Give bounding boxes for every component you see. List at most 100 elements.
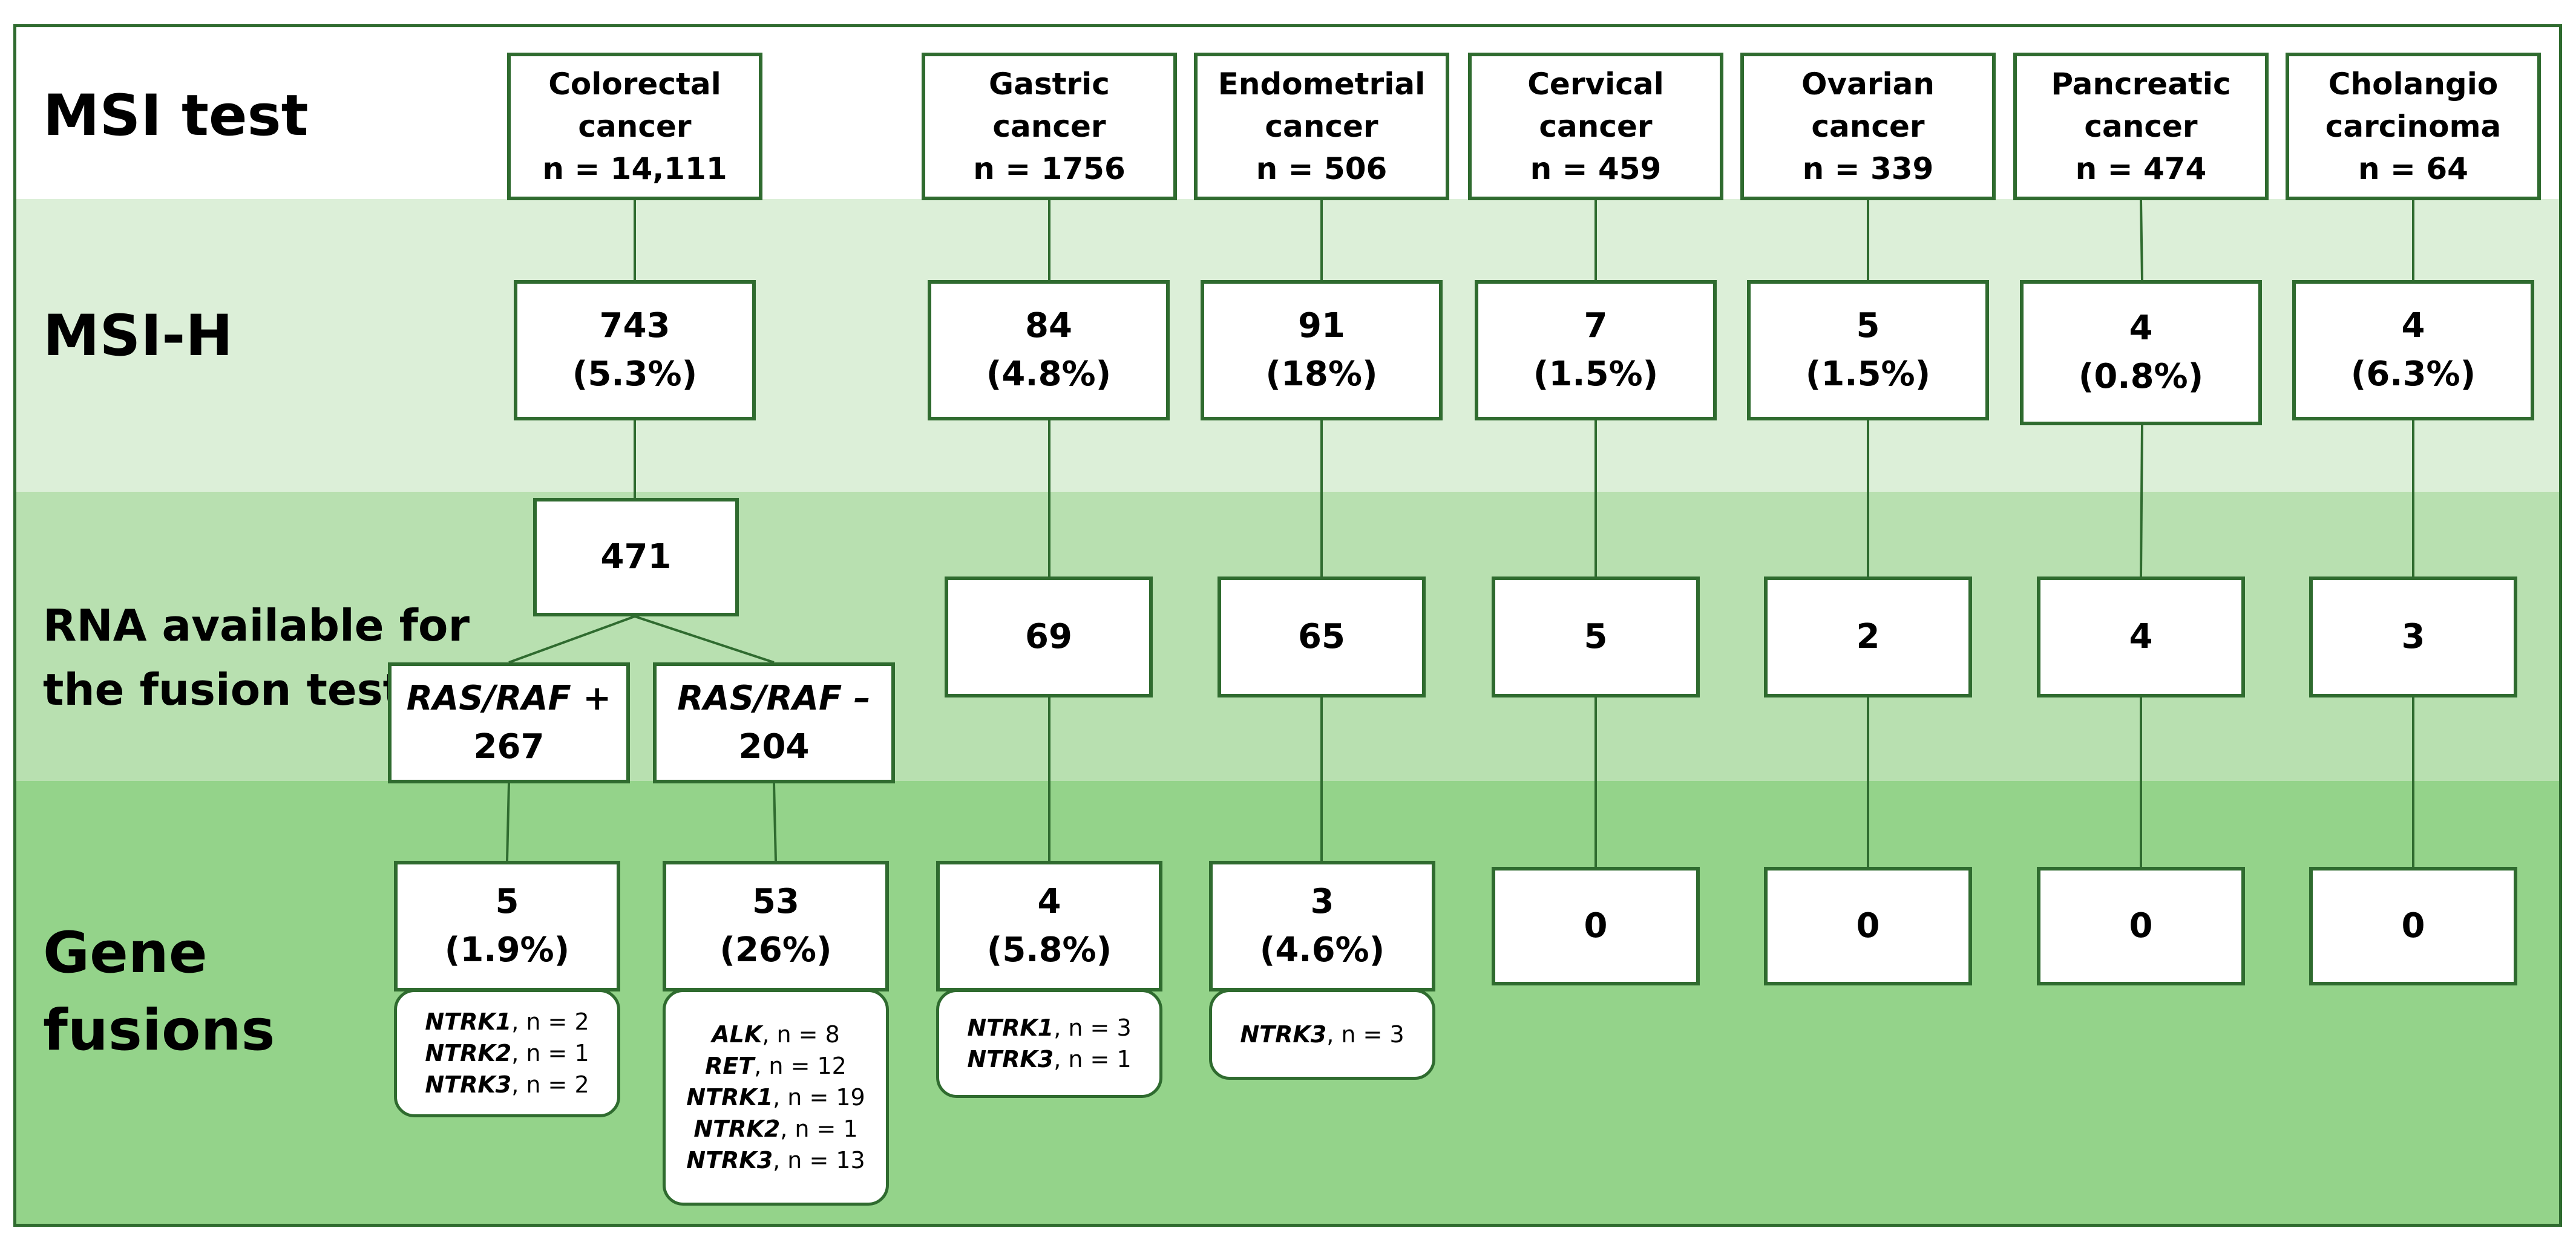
cancer-name-line1: Cervical <box>1527 67 1664 102</box>
rna-box-cervical: 5 <box>1492 577 1700 697</box>
msih-box-colorectal: 743 (5.3%) <box>514 280 756 420</box>
rna-count: 471 <box>600 537 672 577</box>
cancer-name-line2: carcinoma <box>2325 109 2502 144</box>
subgroup-label: RAS/RAF + <box>406 679 612 718</box>
fusion-box-crc-ras-raf-negative: 53 (26%) <box>663 861 889 991</box>
cancer-name-line1: Endometrial <box>1218 67 1426 102</box>
fusion-box-cervical: 0 <box>1492 867 1700 985</box>
cancer-name-line2: cancer <box>992 109 1106 144</box>
subgroup-count: 204 <box>738 727 810 766</box>
header-box-pancreatic: Pancreatic cancer n = 474 <box>2013 53 2269 200</box>
fusion-detail-line: NTRK3, n = 13 <box>686 1147 865 1174</box>
msih-percent: (1.5%) <box>1533 354 1659 394</box>
rna-count: 4 <box>2129 617 2153 656</box>
cancer-n: n = 506 <box>1256 151 1388 186</box>
msih-percent: (4.8%) <box>986 354 1112 394</box>
row-label-msi-test: MSI test <box>43 83 309 149</box>
connector-line <box>634 615 775 664</box>
msih-count: 4 <box>2129 309 2153 348</box>
msih-count: 7 <box>1584 306 1608 345</box>
fusion-details-gastric: NTRK1, n = 3 NTRK3, n = 1 <box>936 989 1162 1098</box>
fusion-details-crc-ras-raf-negative: ALK, n = 8 RET, n = 12 NTRK1, n = 19 NTR… <box>663 989 889 1206</box>
rna-box-crc-ras-raf-negative: RAS/RAF – 204 <box>653 662 895 783</box>
connector-line <box>508 615 635 664</box>
cancer-name-line2: cancer <box>1539 109 1653 144</box>
cancer-n: n = 1756 <box>973 151 1126 186</box>
rna-box-colorectal: 471 <box>533 498 739 616</box>
rna-box-endometrial: 65 <box>1218 577 1426 697</box>
msih-percent: (18%) <box>1265 354 1378 394</box>
fusion-detail-line: RET, n = 12 <box>705 1053 847 1079</box>
row-label-rna-line2: the fusion test <box>43 664 404 715</box>
subgroup-label: RAS/RAF – <box>677 679 871 718</box>
fusion-box-gastric: 4 (5.8%) <box>936 861 1162 991</box>
fusion-details-endometrial: NTRK3, n = 3 <box>1209 989 1435 1080</box>
fusion-count: 0 <box>1584 906 1608 946</box>
fusion-count: 5 <box>495 882 519 921</box>
fusion-details-crc-ras-raf-positive: NTRK1, n = 2 NTRK2, n = 1 NTRK3, n = 2 <box>394 989 620 1117</box>
header-box-cervical: Cervical cancer n = 459 <box>1468 53 1723 200</box>
cancer-name-line1: Gastric <box>989 67 1110 102</box>
rna-box-cholangio: 3 <box>2309 577 2517 697</box>
cancer-name-line2: cancer <box>2084 109 2198 144</box>
connector-lines <box>506 200 2414 867</box>
rna-count: 2 <box>1856 617 1880 656</box>
cancer-n: n = 339 <box>1802 151 1934 186</box>
cancer-n: n = 64 <box>2358 151 2468 186</box>
rna-count: 65 <box>1298 617 1345 656</box>
cancer-name-line1: Colorectal <box>548 67 721 102</box>
header-box-gastric: Gastric cancer n = 1756 <box>922 53 1177 200</box>
msih-box-ovarian: 5 (1.5%) <box>1747 280 1989 420</box>
rna-box-crc-ras-raf-positive: RAS/RAF + 267 <box>388 662 630 783</box>
msih-box-cervical: 7 (1.5%) <box>1475 280 1717 420</box>
cancer-n: n = 459 <box>1530 151 1662 186</box>
connector-line <box>2140 200 2143 281</box>
msih-percent: (1.5%) <box>1805 354 1931 394</box>
fusion-count: 4 <box>1037 882 1061 921</box>
diagram-frame: MSI test MSI-H RNA available for the fus… <box>13 24 2562 1227</box>
cancer-name-line2: cancer <box>578 109 692 144</box>
row-label-gene-line2: fusions <box>43 998 275 1063</box>
subgroup-count: 267 <box>473 727 545 766</box>
fusion-percent: (4.6%) <box>1259 930 1385 970</box>
fusion-count: 0 <box>2401 906 2425 946</box>
cancer-name-line1: Pancreatic <box>2051 67 2231 102</box>
fusion-detail-line: NTRK3, n = 3 <box>1240 1021 1404 1048</box>
rna-box-ovarian: 2 <box>1764 577 1972 697</box>
header-box-endometrial: Endometrial cancer n = 506 <box>1194 53 1449 200</box>
fusion-detail-line: NTRK3, n = 1 <box>967 1046 1132 1073</box>
msih-count: 84 <box>1025 306 1072 345</box>
fusion-box-ovarian: 0 <box>1764 867 1972 985</box>
connector-line <box>773 783 777 861</box>
fusion-percent: (26%) <box>719 930 832 970</box>
fusion-box-pancreatic: 0 <box>2037 867 2245 985</box>
fusion-detail-line: NTRK1, n = 3 <box>967 1014 1132 1041</box>
rna-box-pancreatic: 4 <box>2037 577 2245 697</box>
connector-line <box>506 783 510 861</box>
fusion-detail-line: ALK, n = 8 <box>712 1021 840 1048</box>
fusion-detail-line: NTRK1, n = 2 <box>425 1008 589 1035</box>
cancer-name-line2: cancer <box>1265 109 1378 144</box>
msih-box-pancreatic: 4 (0.8%) <box>2020 280 2262 425</box>
connector-line <box>2140 425 2143 577</box>
cancer-n: n = 474 <box>2075 151 2207 186</box>
fusion-detail-line: NTRK2, n = 1 <box>425 1040 589 1066</box>
fusion-count: 0 <box>2129 906 2153 946</box>
fusion-count: 53 <box>752 882 799 921</box>
fusion-percent: (1.9%) <box>444 930 570 970</box>
msih-percent: (6.3%) <box>2350 354 2476 394</box>
header-box-cholangio: Cholangio carcinoma n = 64 <box>2286 53 2541 200</box>
msih-count: 743 <box>599 306 670 345</box>
fusion-box-crc-ras-raf-positive: 5 (1.9%) <box>394 861 620 991</box>
msih-count: 91 <box>1298 306 1345 345</box>
fusion-percent: (5.8%) <box>986 930 1112 970</box>
cancer-name-line1: Ovarian <box>1801 67 1935 102</box>
fusion-detail-line: NTRK2, n = 1 <box>693 1115 858 1142</box>
cancer-n: n = 14,111 <box>542 151 727 186</box>
row-label-rna-line1: RNA available for <box>43 600 470 651</box>
msih-percent: (5.3%) <box>572 354 698 394</box>
msih-box-endometrial: 91 (18%) <box>1201 280 1443 420</box>
row-label-gene-line1: Gene <box>43 920 208 986</box>
msih-count: 4 <box>2401 306 2425 345</box>
